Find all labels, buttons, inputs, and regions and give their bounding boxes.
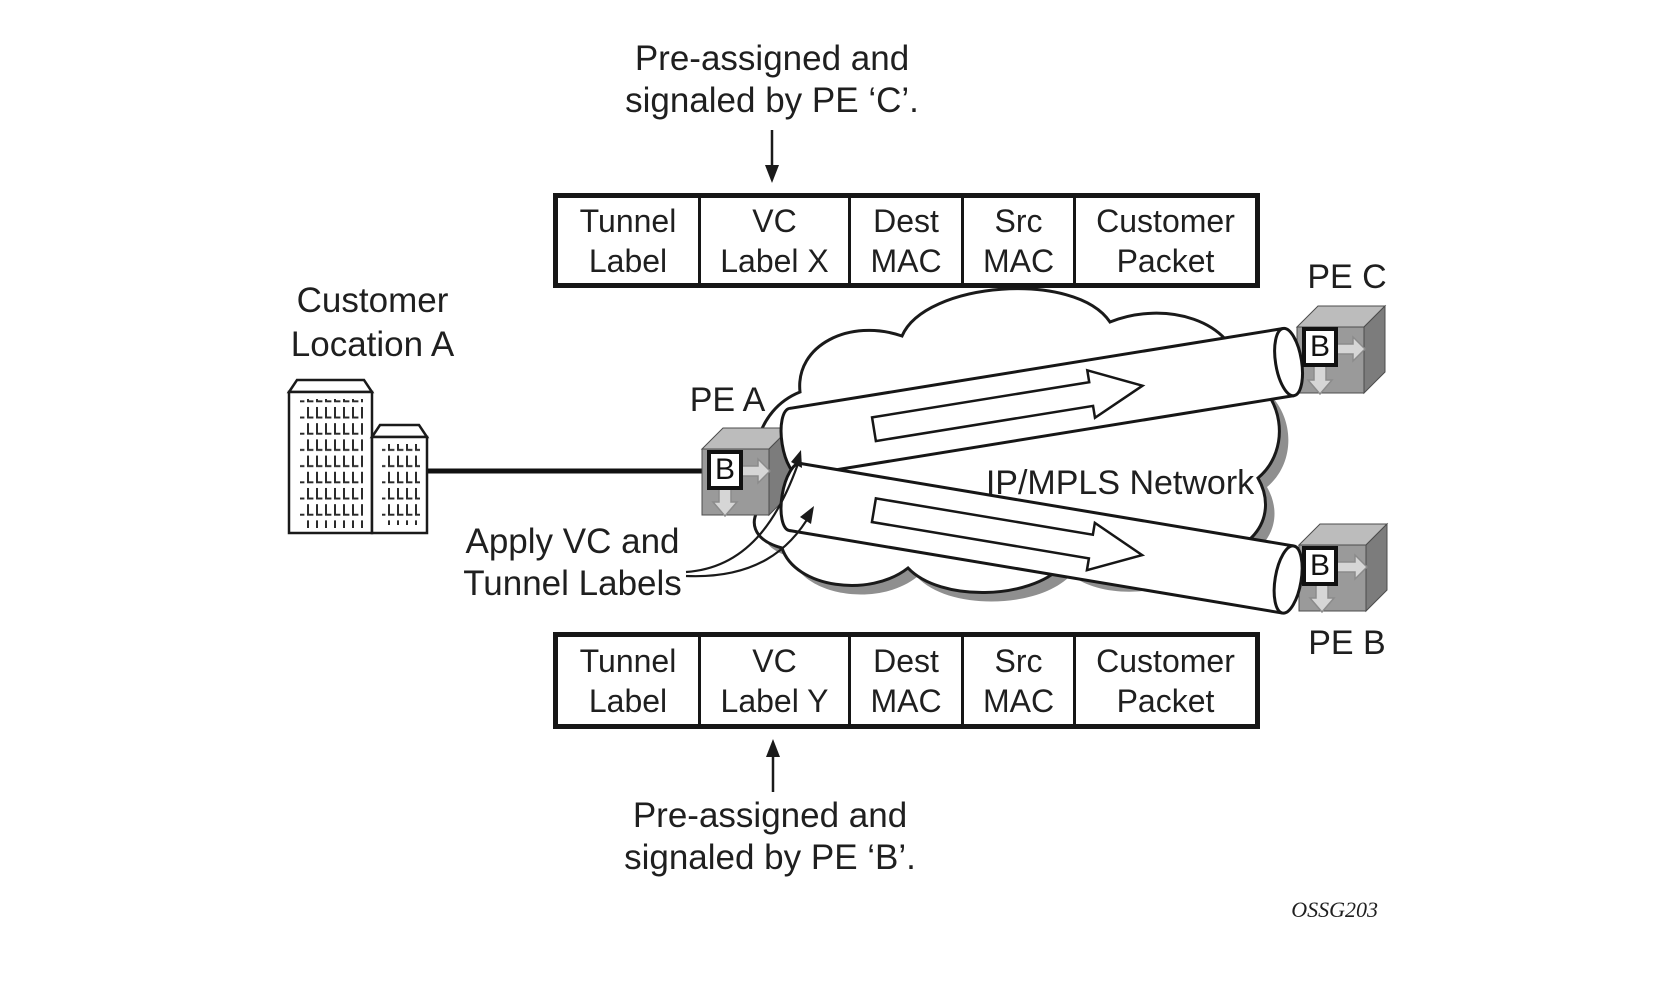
- network-label: IP/MPLS Network: [985, 464, 1255, 502]
- pe-b-note: Pre-assigned and signaled by PE ‘B’.: [558, 795, 982, 879]
- apply-labels-pointer-arrows: [685, 450, 814, 578]
- pe-b-bridge-box: B: [1302, 546, 1338, 586]
- packet-cell-src-mac: Src MAC: [964, 637, 1076, 724]
- packet-header-bottom: Tunnel Label VC Label Y Dest MAC Src MAC…: [553, 632, 1260, 729]
- customer-building-icon: [286, 378, 430, 535]
- pe-c-bridge-box: B: [1302, 327, 1338, 367]
- packet-cell-customer-packet: Customer Packet: [1096, 202, 1235, 279]
- pe-c-note-line1: Pre-assigned and: [634, 39, 910, 78]
- packet-cell-vc-label-x: VC Label X: [701, 198, 851, 283]
- packet-cell-vc-label-y: VC Label Y: [701, 637, 851, 724]
- pe-c-note: Pre-assigned and signaled by PE ‘C’.: [560, 38, 984, 122]
- pe-b-note-line2: signaled by PE ‘B’.: [624, 838, 916, 877]
- bottom-note-arrow: [766, 739, 780, 792]
- packet-header-top: Tunnel Label VC Label X Dest MAC Src MAC…: [553, 193, 1260, 288]
- packet-cell-customer-packet: Customer Packet: [1096, 642, 1235, 719]
- pe-a-bridge-box: B: [707, 450, 743, 490]
- packet-cell-tunnel-label: Tunnel Label: [558, 198, 701, 283]
- figure-code: OSSG203: [1291, 897, 1378, 922]
- apply-labels-note: Apply VC and Tunnel Labels: [463, 522, 682, 603]
- pe-c-label: PE C: [1307, 258, 1387, 296]
- packet-cell-src-mac: Src MAC: [964, 198, 1076, 283]
- pe-b-label: PE B: [1308, 624, 1386, 662]
- top-note-arrow: [765, 130, 779, 183]
- packet-cell-dest-mac: Dest MAC: [851, 637, 964, 724]
- packet-cell-tunnel-label: Tunnel Label: [558, 637, 701, 724]
- packet-cell-dest-mac: Dest MAC: [851, 198, 964, 283]
- pe-a-label: PE A: [689, 381, 766, 419]
- pe-c-note-line2: signaled by PE ‘C’.: [625, 81, 919, 120]
- pe-b-note-line1: Pre-assigned and: [632, 796, 908, 835]
- customer-site-label: Customer Location A: [290, 281, 455, 364]
